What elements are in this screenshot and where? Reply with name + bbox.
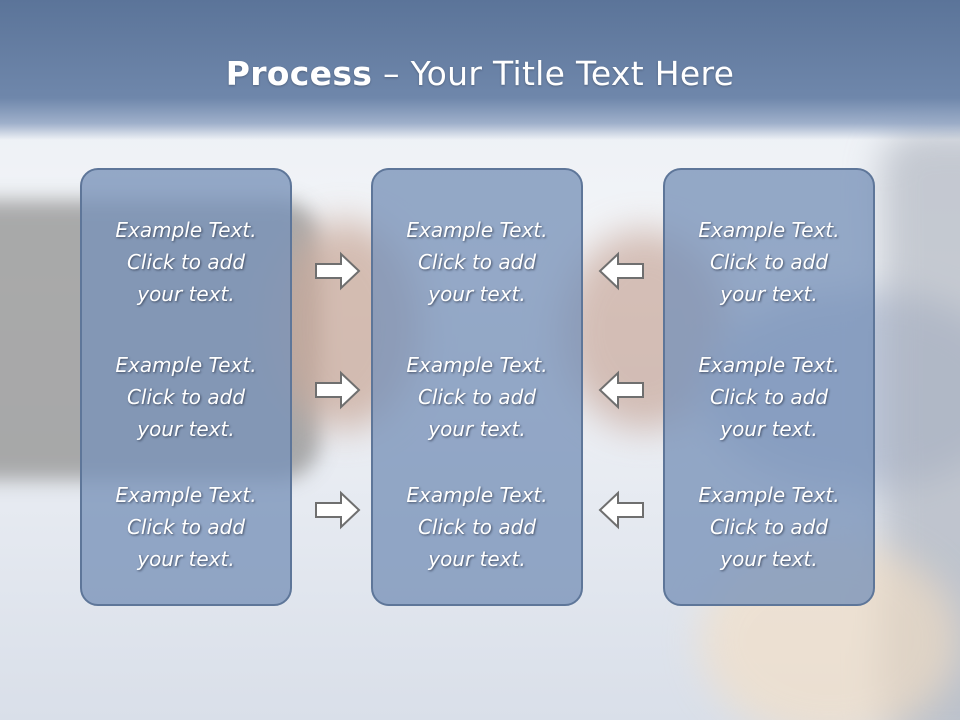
line: Example Text.	[115, 483, 257, 507]
arrow-left-icon[interactable]	[597, 490, 645, 530]
slide-title[interactable]: Process – Your Title Text Here	[0, 54, 960, 93]
line: Click to add	[709, 515, 829, 539]
line: your text.	[720, 547, 818, 571]
text-placeholder[interactable]: Example Text. Click to add your text.	[665, 479, 873, 575]
line: your text.	[428, 547, 526, 571]
line: Example Text.	[115, 218, 257, 242]
process-box-right[interactable]: Example Text. Click to add your text. Ex…	[663, 168, 875, 606]
line: Click to add	[126, 385, 246, 409]
arrow-left-icon[interactable]	[597, 251, 645, 291]
line: your text.	[137, 282, 235, 306]
text-placeholder[interactable]: Example Text. Click to add your text.	[82, 349, 290, 445]
line: your text.	[720, 417, 818, 441]
line: Example Text.	[698, 218, 840, 242]
text-placeholder[interactable]: Example Text. Click to add your text.	[82, 214, 290, 310]
line: Click to add	[417, 515, 537, 539]
arrow-right-icon[interactable]	[314, 490, 362, 530]
text-placeholder[interactable]: Example Text. Click to add your text.	[373, 349, 581, 445]
process-box-left[interactable]: Example Text. Click to add your text. Ex…	[80, 168, 292, 606]
text-placeholder[interactable]: Example Text. Click to add your text.	[665, 214, 873, 310]
text-placeholder[interactable]: Example Text. Click to add your text.	[82, 479, 290, 575]
line: Click to add	[709, 385, 829, 409]
line: Click to add	[417, 385, 537, 409]
arrow-right-icon[interactable]	[314, 370, 362, 410]
line: your text.	[428, 417, 526, 441]
line: Example Text.	[115, 353, 257, 377]
arrow-right-icon[interactable]	[314, 251, 362, 291]
line: Example Text.	[406, 353, 548, 377]
line: your text.	[137, 417, 235, 441]
text-placeholder[interactable]: Example Text. Click to add your text.	[373, 479, 581, 575]
text-placeholder[interactable]: Example Text. Click to add your text.	[373, 214, 581, 310]
line: Click to add	[709, 250, 829, 274]
text-placeholder[interactable]: Example Text. Click to add your text.	[665, 349, 873, 445]
arrow-left-icon[interactable]	[597, 370, 645, 410]
title-bold: Process	[225, 54, 373, 93]
title-band	[0, 0, 960, 140]
line: Click to add	[126, 250, 246, 274]
line: your text.	[428, 282, 526, 306]
line: your text.	[137, 547, 235, 571]
line: Click to add	[126, 515, 246, 539]
line: Example Text.	[406, 218, 548, 242]
process-box-middle[interactable]: Example Text. Click to add your text. Ex…	[371, 168, 583, 606]
line: Example Text.	[698, 483, 840, 507]
line: Example Text.	[406, 483, 548, 507]
line: your text.	[720, 282, 818, 306]
title-rest: – Your Title Text Here	[372, 54, 735, 93]
line: Example Text.	[698, 353, 840, 377]
line: Click to add	[417, 250, 537, 274]
